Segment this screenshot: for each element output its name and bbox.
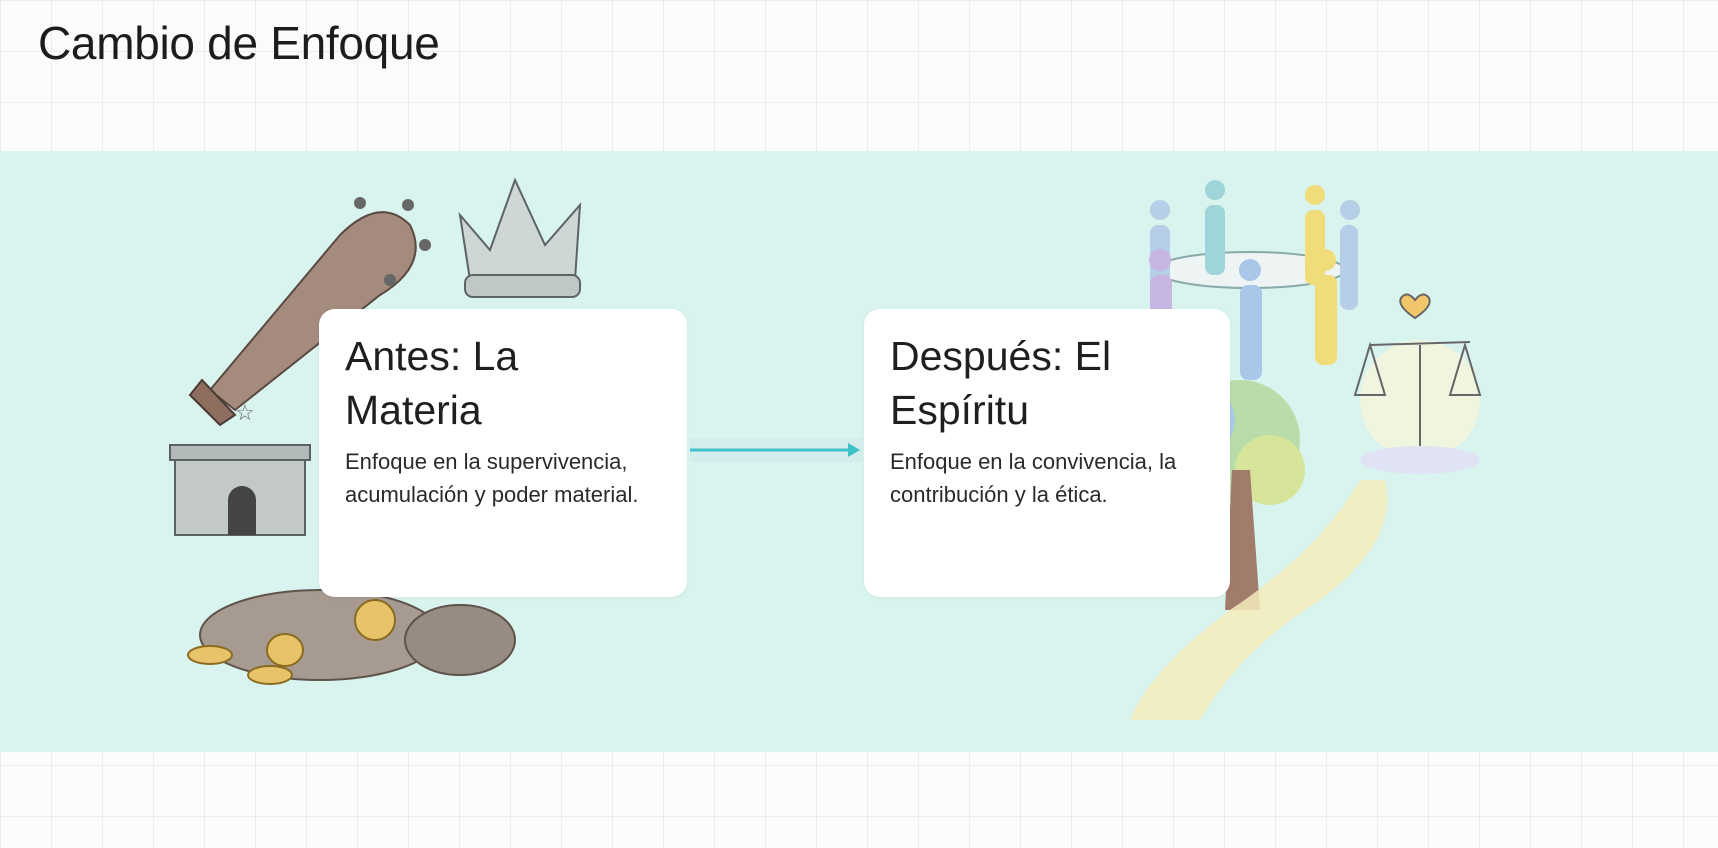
- arrow-right-icon: [690, 438, 862, 462]
- scales-icon: [1353, 293, 1482, 474]
- club-icon: [188, 197, 431, 427]
- crown-icon: [458, 177, 582, 298]
- after-heading: Después: El Espíritu: [890, 333, 1112, 433]
- after-description: Enfoque en la convivencia, la contribuci…: [890, 449, 1177, 507]
- rocks-and-coins-icon: [187, 589, 516, 685]
- path-icon: [1130, 480, 1388, 720]
- after-card: Después: El Espíritu Enfoque en la convi…: [864, 309, 1230, 597]
- svg-text:☆: ☆: [235, 400, 255, 425]
- people-circle-icon: [1149, 180, 1360, 380]
- slide-title: Cambio de Enfoque: [38, 17, 440, 69]
- materialism-illustration: ☆: [169, 177, 582, 685]
- before-description: Enfoque en la supervivencia, acumulación…: [345, 449, 639, 507]
- before-heading: Antes: La Materia: [345, 333, 519, 433]
- before-card: Antes: La Materia Enfoque en la superviv…: [319, 309, 687, 597]
- fortress-icon: ☆: [169, 400, 311, 536]
